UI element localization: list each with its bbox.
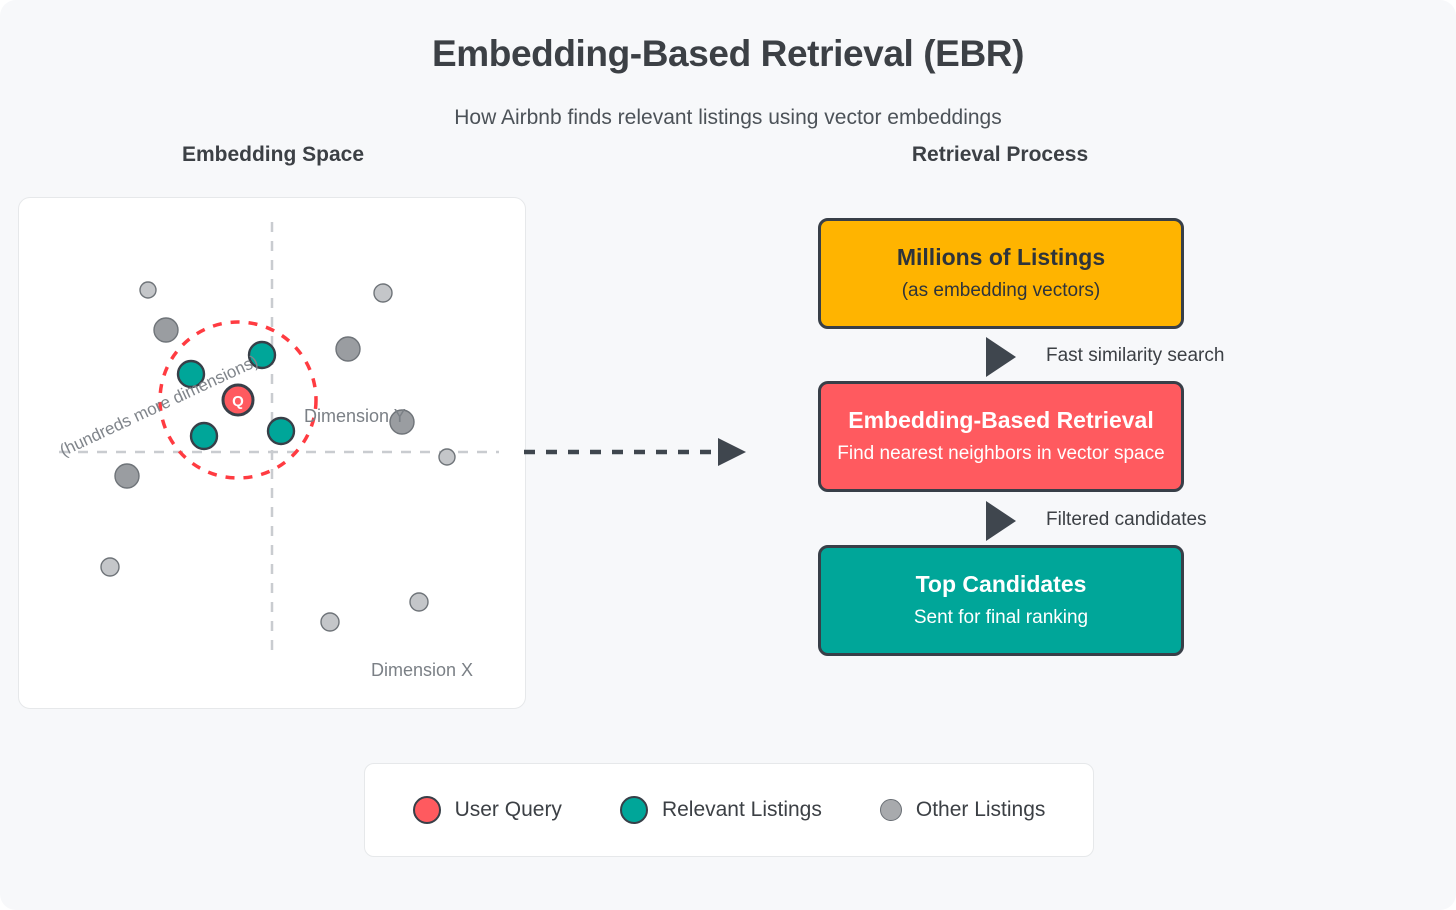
flow-arrow-label-2: Filtered candidates	[1046, 509, 1207, 530]
flow-box-subtitle: Find nearest neighbors in vector space	[837, 442, 1165, 464]
panel-connector-arrow	[524, 438, 746, 466]
axis-label-x: Dimension X	[371, 660, 474, 680]
legend-item-user-query: User Query	[412, 796, 562, 824]
flow-arrow-2-icon	[986, 501, 1046, 541]
legend-label: Other Listings	[915, 798, 1046, 821]
legend-item-relevant-listings: Relevant Listings	[619, 796, 822, 824]
flow-arrow-1-icon	[986, 337, 1046, 377]
flow-box-embedding-based-retrieval[interactable]: Embedding-Based Retrieval Find nearest n…	[818, 381, 1184, 492]
similarity-radius-circle	[158, 320, 318, 480]
scatter-plot: Q	[59, 222, 499, 658]
embedding-space-panel: Q Dimension Y Dimension X (hundreds more…	[18, 197, 526, 709]
page-subtitle: How Airbnb finds relevant listings using…	[454, 106, 1002, 129]
flow-box-title: Embedding-Based Retrieval	[848, 407, 1154, 434]
flow-box-subtitle: Sent for final ranking	[913, 606, 1089, 628]
section-heading-retrieval-process: Retrieval Process	[911, 143, 1089, 166]
flow-box-top-candidates[interactable]: Top Candidates Sent for final ranking	[818, 545, 1184, 656]
legend: User Query Relevant Listings Other Listi…	[364, 763, 1094, 857]
flow-arrow-label-1: Fast similarity search	[1046, 345, 1225, 366]
legend-dot-other-listings-icon	[879, 799, 902, 821]
svg-text:Q: Q	[232, 393, 244, 410]
legend-dot-user-query-icon	[412, 796, 441, 824]
data-points: Q	[100, 281, 456, 632]
flow-box-millions-of-listings[interactable]: Millions of Listings (as embedding vecto…	[818, 218, 1184, 329]
axis-label-y: Dimension Y	[304, 406, 406, 426]
flow-box-title: Top Candidates	[915, 571, 1087, 598]
flow-box-title: Millions of Listings	[896, 244, 1106, 271]
legend-label: Relevant Listings	[661, 798, 822, 821]
section-heading-embedding-space: Embedding Space	[181, 143, 365, 166]
flow-box-subtitle: (as embedding vectors)	[901, 279, 1101, 301]
legend-label: User Query	[454, 798, 562, 821]
legend-item-other-listings: Other Listings	[879, 798, 1046, 822]
page-title: Embedding-Based Retrieval (EBR)	[431, 33, 1025, 74]
legend-dot-relevant-listings-icon	[619, 796, 648, 824]
